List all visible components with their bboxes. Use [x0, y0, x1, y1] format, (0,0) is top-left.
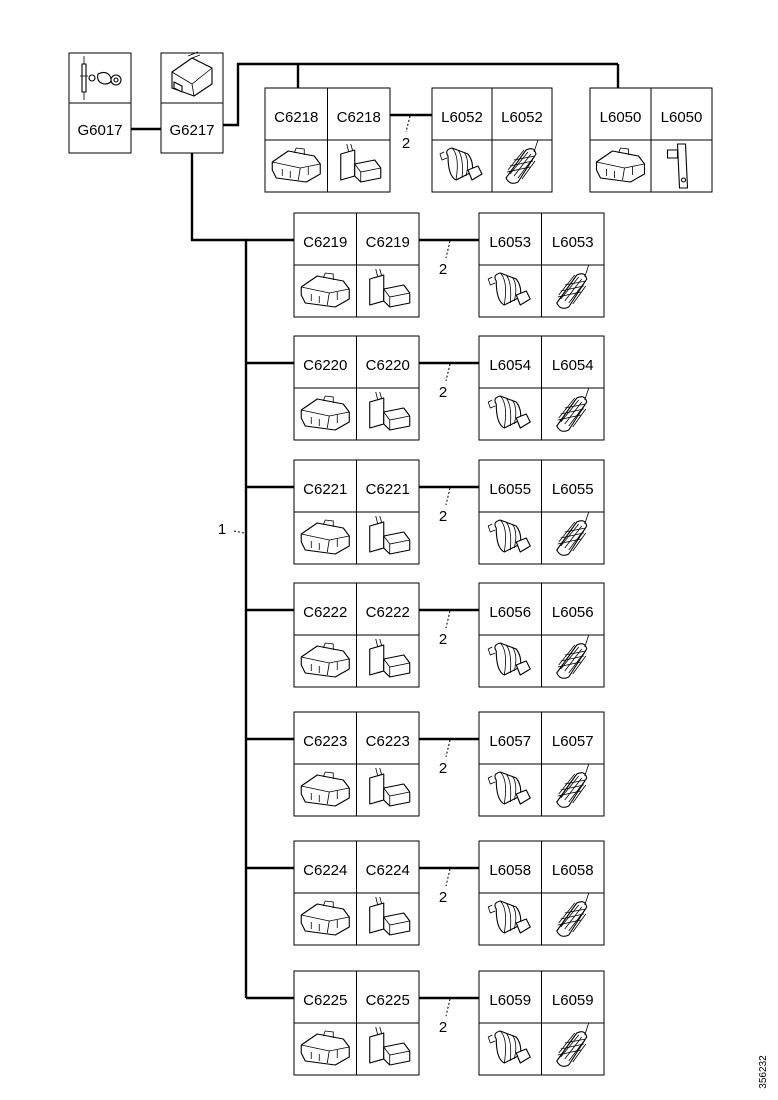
block-c6224-label-right: C6224	[366, 862, 410, 879]
wire-main-trunk	[190, 153, 248, 998]
block-c6221-label-right: C6221	[366, 481, 410, 498]
block-l6052-label-left: L6052	[441, 109, 483, 126]
block-l6058-label-right: L6058	[552, 862, 594, 879]
block-l6055-label-left: L6055	[489, 481, 531, 498]
block-c6218-label-right: C6218	[337, 109, 381, 126]
block-l6054-label-left: L6054	[489, 357, 531, 374]
block-l6059-label-right: L6059	[552, 992, 594, 1009]
callout-2-c6219: 2	[439, 261, 447, 278]
block-l6050-label-left: L6050	[600, 109, 642, 126]
block-c6224-label-left: C6224	[303, 862, 347, 879]
callout-1-leader	[233, 530, 245, 534]
callout-2-c6219-leader	[445, 240, 451, 259]
block-l6052-label-right: L6052	[501, 109, 543, 126]
block-c6223-label-left: C6223	[303, 733, 347, 750]
callout-2-c6223-leader	[445, 739, 451, 758]
block-l6050-label-right: L6050	[661, 109, 703, 126]
document-id: 356232	[758, 1055, 769, 1089]
callout-2-c6225: 2	[439, 1019, 447, 1036]
block-c6223-label-right: C6223	[366, 733, 410, 750]
callout-2-top: 2	[402, 135, 410, 152]
block-c6222-label-right: C6222	[366, 604, 410, 621]
block-l6057-label-left: L6057	[489, 733, 531, 750]
block-c6225-label-right: C6225	[366, 992, 410, 1009]
block-l6055-label-right: L6055	[552, 481, 594, 498]
bracket-icon	[676, 143, 689, 189]
g6017-label: G6017	[77, 122, 122, 139]
g6217-label: G6217	[169, 122, 214, 139]
block-c6220-label-right: C6220	[366, 357, 410, 374]
callout-2-c6224-leader	[445, 868, 451, 887]
wire-top-bus	[223, 62, 618, 127]
callout-2-c6220-leader	[445, 363, 451, 382]
block-l6058-label-left: L6058	[489, 862, 531, 879]
block-l6056-label-right: L6056	[552, 604, 594, 621]
block-c6219-label-right: C6219	[366, 234, 410, 251]
block-l6053-label-right: L6053	[552, 234, 594, 251]
block-c6218-label-left: C6218	[274, 109, 318, 126]
block-c6222-label-left: C6222	[303, 604, 347, 621]
block-c6220-label-left: C6220	[303, 357, 347, 374]
bracket-hole-icon	[680, 177, 687, 183]
callout-2-c6223: 2	[439, 760, 447, 777]
callout-1: 1	[218, 521, 226, 538]
callout-2-c6221: 2	[439, 508, 447, 525]
callout-2-c6220: 2	[439, 384, 447, 401]
block-l6053-label-left: L6053	[489, 234, 531, 251]
callout-2-c6222: 2	[439, 631, 447, 648]
block-l6056-label-left: L6056	[489, 604, 531, 621]
block-l6059-label-left: L6059	[489, 992, 531, 1009]
callout-2-top-leader	[405, 115, 411, 133]
block-c6225-label-left: C6225	[303, 992, 347, 1009]
block-c6219-label-left: C6219	[303, 234, 347, 251]
callout-2-c6222-leader	[445, 610, 451, 629]
block-c6221-label-left: C6221	[303, 481, 347, 498]
block-l6057-label-right: L6057	[552, 733, 594, 750]
callout-2-c6225-leader	[445, 998, 451, 1017]
bracket-tab-icon	[666, 149, 679, 159]
block-l6054-label-right: L6054	[552, 357, 594, 374]
callout-2-c6224: 2	[439, 889, 447, 906]
callout-2-c6221-leader	[445, 487, 451, 506]
